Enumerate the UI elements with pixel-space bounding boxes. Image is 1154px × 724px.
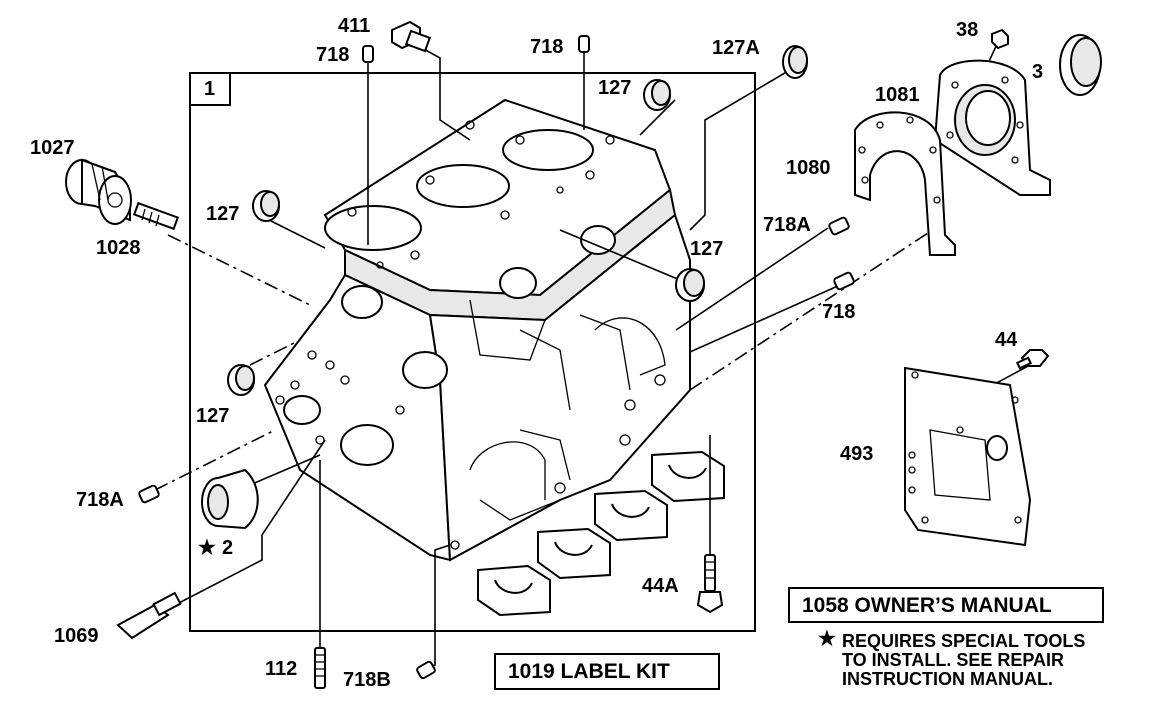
part-718A-pin-right [828,216,850,236]
star-icon: ★ [198,537,216,559]
part-718-pin-top-mid [578,35,590,53]
note-star-icon: ★ [818,628,836,650]
label-44: 44 [995,329,1018,351]
label-718A-right: 718A [763,214,811,236]
part-112-stud [314,647,326,689]
note-line-1: REQUIRES SPECIAL TOOLS [842,631,1086,651]
part-718-pin-right [833,271,855,291]
label-1080: 1080 [786,157,831,179]
bearing-caps [477,450,725,617]
part-2-seal [201,468,259,530]
part-127-plug-top [643,79,671,111]
part-127A-plug [782,45,808,79]
note-line-2: TO INSTALL. SEE REPAIR [842,650,1065,670]
label-718-top-left: 718 [316,44,350,66]
label-411: 411 [338,15,371,37]
label-44A: 44A [642,575,679,597]
part-1-number-box [189,72,231,106]
label-127-left: 127 [206,203,240,225]
part-1028-nipple [132,201,180,231]
part-718-pin-top-left [362,45,374,63]
part-3-seal [1059,34,1102,96]
label-718-right: 718 [822,301,856,323]
part-718B-pin [416,660,436,680]
label-1027: 1027 [30,137,75,159]
note-line-3: INSTRUCTION MANUAL. [842,669,1053,689]
part-1-frame [189,72,756,632]
label-2: 2 [222,537,234,559]
label-1028: 1028 [96,237,141,259]
part-1069-tool [116,591,182,640]
part-1-number: 1 [204,78,216,100]
label-127-lower: 127 [196,405,230,427]
label-1069: 1069 [54,625,99,647]
part-127-plug-right [675,268,705,302]
label-718B: 718B [343,669,391,691]
cylinder-block [263,98,691,562]
label-kit-text: 1019 LABEL KIT [508,660,670,683]
label-127-right: 127 [690,238,724,260]
label-3: 3 [1032,61,1044,83]
part-493-plate [904,366,1032,547]
label-127A: 127A [712,37,760,59]
part-127-plug-lower [227,364,255,396]
label-718-top-mid: 718 [530,36,564,58]
label-38: 38 [956,19,979,41]
part-1081-seal-housing [933,59,1051,196]
part-411-plug [391,20,432,53]
part-1080-retainer [854,111,956,256]
label-kit-box: 1019 LABEL KIT [494,653,720,690]
part-44-screw [1015,349,1050,370]
owners-manual-box: 1058 OWNER’S MANUAL [788,587,1104,623]
label-493: 493 [840,443,874,465]
part-1027-oil-filter [65,158,132,225]
part-127-plug-left [252,190,280,222]
label-112: 112 [265,658,298,680]
label-127-top: 127 [598,77,632,99]
part-38-screw [991,28,1009,50]
owners-manual-text: 1058 OWNER’S MANUAL [802,594,1052,617]
label-1081: 1081 [875,84,920,106]
part-44A-bolt [696,554,724,614]
part-718A-pin-left [138,484,160,504]
label-718A-left: 718A [76,489,124,511]
